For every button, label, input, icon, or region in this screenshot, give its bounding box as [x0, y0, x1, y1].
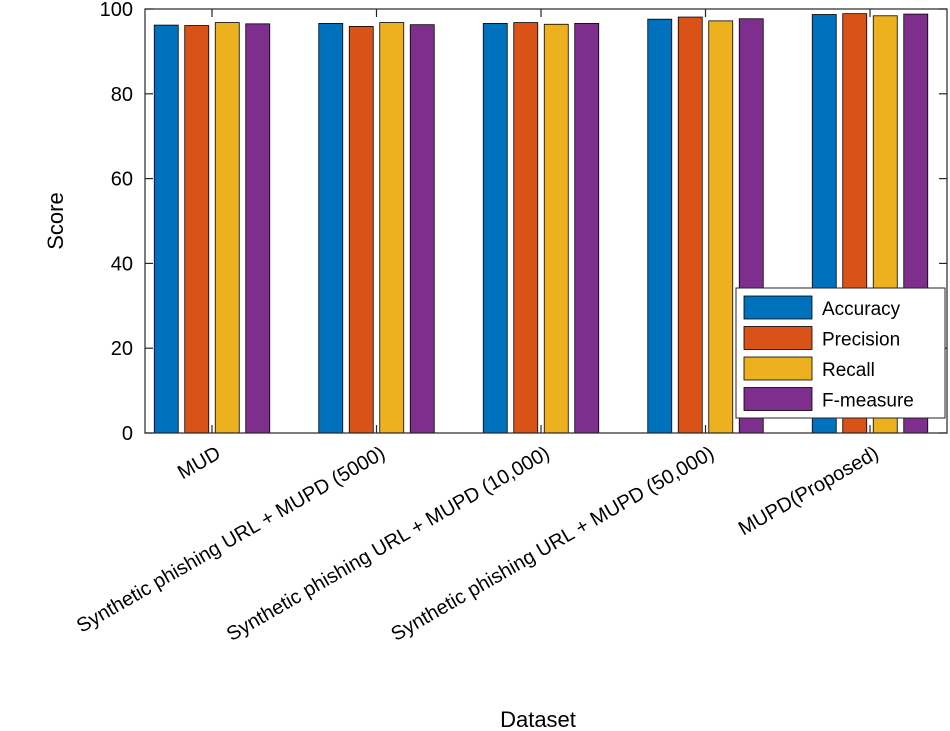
x-axis-label: Dataset	[500, 707, 576, 731]
legend-swatch-precision	[743, 326, 813, 350]
legend-label: Recall	[822, 360, 875, 381]
y-axis: 0 20 40 60 80 100	[100, 0, 947, 445]
x-tick-label: Synthetic phishing URL + MUPD (10,000)	[223, 442, 553, 645]
bar-f-measure-2	[574, 23, 600, 434]
legend-swatch-f-measure	[743, 387, 813, 411]
legend-label: Precision	[822, 330, 900, 351]
bar-accuracy-1	[318, 23, 344, 434]
y-tick-label: 60	[111, 169, 133, 191]
bar-f-measure-1	[409, 24, 435, 434]
legend-swatch-recall	[743, 356, 813, 381]
bar-precision-1	[348, 25, 374, 434]
bar-precision-3	[677, 16, 703, 434]
x-tick-label: Synthetic phishing URL + MUPD (50,000)	[388, 442, 718, 645]
legend-swatch-accuracy	[743, 295, 813, 320]
legend-label: F-measure	[822, 391, 914, 412]
y-tick-label: 80	[111, 84, 133, 106]
bar-precision-0	[184, 25, 210, 434]
bar-f-measure-0	[245, 23, 271, 434]
x-tick-label: Synthetic phishing URL + MUPD (5000)	[73, 442, 389, 637]
bar-accuracy-2	[482, 23, 508, 434]
bar-recall-2	[543, 23, 569, 434]
bar-accuracy-0	[153, 24, 179, 434]
y-tick-label: 20	[111, 338, 133, 360]
bar-recall-0	[214, 22, 240, 434]
x-tick-label: MUD	[174, 442, 224, 484]
bar-accuracy-3	[647, 18, 673, 434]
bar-recall-1	[379, 22, 405, 434]
x-tick-label: MUPD(Proposed)	[735, 442, 883, 540]
y-tick-label: 100	[100, 0, 133, 21]
y-tick-label: 0	[122, 423, 133, 445]
legend-label: Accuracy	[822, 299, 901, 320]
plot-frame	[144, 8, 948, 434]
y-tick-label: 40	[111, 253, 133, 275]
bar-recall-3	[708, 20, 734, 434]
y-axis-label: Score	[43, 192, 68, 249]
bar-precision-2	[513, 22, 539, 434]
